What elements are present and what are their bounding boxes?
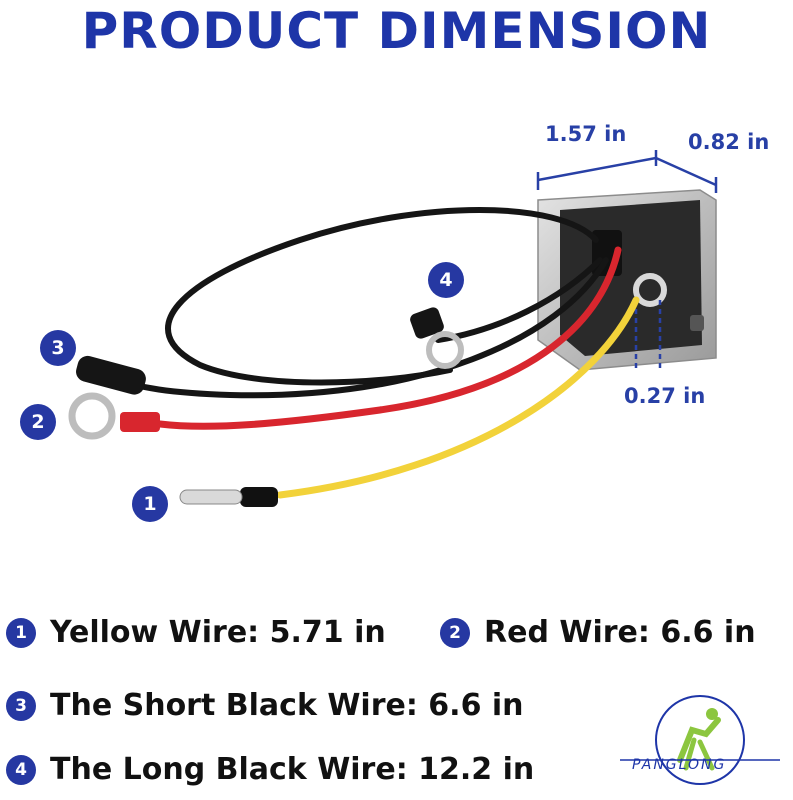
legend-text: Red Wire: 6.6 in <box>484 615 756 650</box>
legend-number: 2 <box>440 617 470 648</box>
legend-item-long-black: 4 The Long Black Wire: 12.2 in <box>6 752 534 787</box>
badge-3: 3 <box>40 330 76 366</box>
dimension-lines <box>536 150 718 372</box>
legend-number: 3 <box>6 690 36 721</box>
yellow-wire <box>276 296 640 499</box>
legend-text: The Long Black Wire: 12.2 in <box>50 752 535 787</box>
wire-terminals <box>68 307 464 507</box>
legend-number: 1 <box>6 617 36 648</box>
wires <box>107 207 640 499</box>
legend-item-red: 2 Red Wire: 6.6 in <box>440 615 756 650</box>
width-dimension-label: 1.57 in <box>545 122 627 146</box>
hole-dimension-label: 0.27 in <box>624 384 706 408</box>
badge-2: 2 <box>20 404 56 440</box>
regulator-body <box>537 189 717 371</box>
legend-item-short-black: 3 The Short Black Wire: 6.6 in <box>6 688 524 723</box>
long-black-wire <box>165 207 599 386</box>
product-illustration <box>68 150 718 507</box>
long-black-wire-end <box>435 257 603 343</box>
short-black-wire <box>107 257 609 399</box>
badge-4: 4 <box>428 262 464 298</box>
brand-name: PANGLONG <box>632 757 727 773</box>
page-title: PRODUCT DIMENSION <box>81 2 712 60</box>
brand-logo <box>620 695 780 785</box>
depth-dimension-label: 0.82 in <box>688 130 770 154</box>
badge-1: 1 <box>132 486 168 522</box>
legend-text: The Short Black Wire: 6.6 in <box>50 688 524 723</box>
red-wire <box>156 246 622 430</box>
legend-item-yellow: 1 Yellow Wire: 5.71 in <box>6 615 386 650</box>
legend-text: Yellow Wire: 5.71 in <box>50 615 386 650</box>
legend-number: 4 <box>6 754 36 785</box>
